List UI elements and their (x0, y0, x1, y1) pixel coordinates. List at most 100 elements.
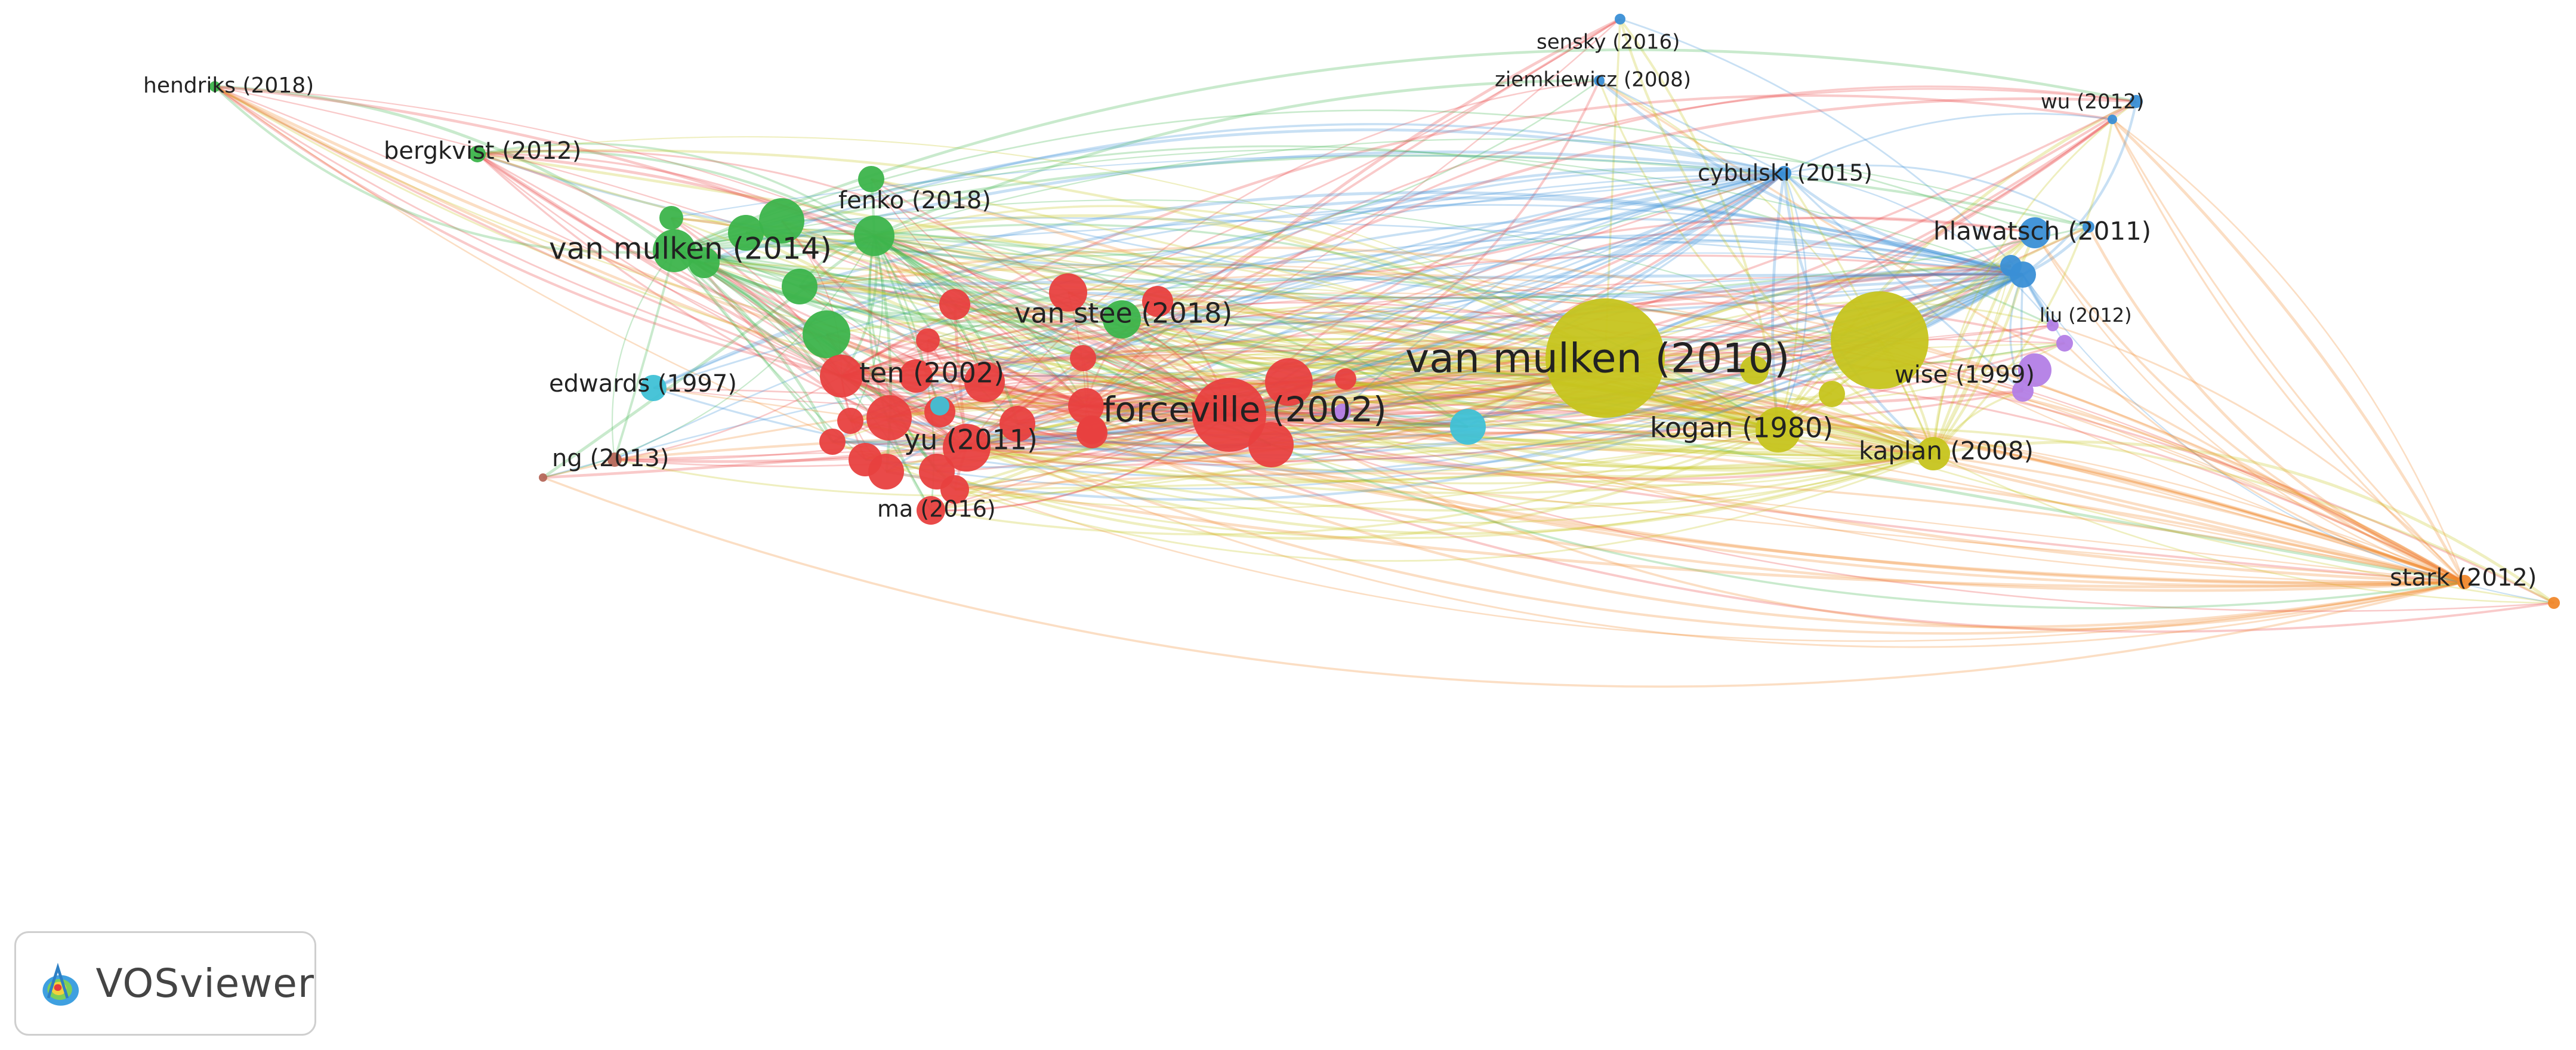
network-link (674, 250, 1272, 446)
node-label[interactable]: sensky (2016) (1537, 30, 1680, 54)
node[interactable] (940, 475, 969, 504)
node-label[interactable]: bergkvist (2012) (384, 137, 581, 165)
network-link (927, 336, 1779, 432)
node-label[interactable]: yu (2011) (904, 424, 1038, 456)
node-yu-2011[interactable] (943, 424, 991, 472)
node[interactable] (1335, 368, 1356, 390)
node-ma-2016[interactable] (917, 496, 945, 525)
node-fenko-2018[interactable] (854, 215, 894, 256)
node-label[interactable]: stark (2012) (2390, 564, 2537, 592)
node-label[interactable]: hlawatsch (2011) (1933, 217, 2151, 246)
node-van-mulken-2014[interactable] (653, 229, 696, 272)
network-link (826, 306, 1934, 455)
node-label[interactable]: ziemkiewicz (2008) (1495, 68, 1691, 92)
network-link (214, 85, 1230, 415)
node[interactable] (858, 166, 884, 192)
node-label[interactable]: hendriks (2018) (143, 73, 314, 98)
node[interactable] (1068, 388, 1104, 424)
node[interactable] (689, 247, 720, 278)
network-link (1229, 414, 1934, 455)
node[interactable] (2108, 115, 2117, 124)
network-link (1932, 119, 2114, 455)
network-link (653, 387, 1087, 408)
node[interactable] (2019, 217, 2050, 248)
node-label[interactable]: kaplan (2008) (1859, 436, 2034, 466)
node-label[interactable]: cybulski (2015) (1698, 160, 1872, 186)
network-link (1082, 172, 1785, 359)
node-label[interactable]: van mulken (2010) (1405, 335, 1790, 383)
network-link (1229, 340, 1880, 417)
node-kogan-1980[interactable] (1756, 407, 1801, 452)
node-sensky-2016[interactable] (1615, 14, 1625, 24)
node-forceville-2002[interactable] (1192, 378, 1266, 452)
node[interactable] (2012, 380, 2034, 402)
node-label[interactable]: van stee (2018) (1014, 297, 1232, 330)
node-van-stee-2018[interactable] (1103, 300, 1141, 338)
node-edwards-1997[interactable] (640, 375, 667, 401)
node[interactable] (2000, 255, 2022, 276)
node[interactable] (1142, 286, 1173, 317)
node[interactable] (930, 396, 949, 415)
network-link (873, 235, 1469, 429)
node-label[interactable]: ten (2002) (859, 357, 1004, 389)
node[interactable] (1049, 273, 1087, 312)
node-ng-2013[interactable] (607, 452, 622, 467)
node[interactable] (1831, 291, 1929, 389)
node[interactable] (2083, 221, 2094, 233)
node-cybulski-2015[interactable] (1777, 166, 1791, 180)
node[interactable] (964, 362, 1005, 402)
node[interactable] (819, 429, 846, 455)
node-label[interactable]: ng (2013) (552, 445, 669, 472)
node-van-mulken-2010[interactable] (1545, 298, 1665, 418)
network-link (930, 414, 1230, 512)
node[interactable] (2056, 335, 2073, 352)
node[interactable] (899, 359, 933, 393)
node-wu-2012[interactable] (2130, 95, 2143, 108)
node-liu-2012[interactable] (2047, 319, 2059, 331)
node[interactable] (539, 473, 547, 482)
node[interactable] (866, 395, 912, 441)
node-label[interactable]: van mulken (2014) (549, 232, 832, 266)
node[interactable] (728, 215, 764, 251)
node-label[interactable]: wu (2012) (2041, 90, 2144, 114)
node[interactable] (849, 443, 882, 476)
node-stark-2012[interactable] (2457, 575, 2472, 589)
network-link (674, 250, 932, 511)
node-label[interactable]: kogan (1980) (1650, 412, 1833, 444)
node-label[interactable]: ma (2016) (877, 496, 996, 522)
node[interactable] (939, 289, 970, 320)
node-kaplan-2008[interactable] (1917, 437, 1950, 470)
node[interactable] (1334, 404, 1351, 420)
node[interactable] (1265, 358, 1313, 406)
node[interactable] (916, 328, 940, 352)
node[interactable] (803, 310, 850, 358)
node[interactable] (1078, 415, 1106, 444)
node-label[interactable]: wise (1999) (1895, 361, 2035, 389)
node[interactable] (1819, 381, 1845, 407)
node[interactable] (1740, 356, 1769, 384)
node-wise-1999[interactable] (2018, 353, 2051, 387)
node-label[interactable]: forceville (2002) (1103, 389, 1387, 430)
node-hendriks-2018[interactable] (209, 81, 220, 92)
network-link (1085, 17, 1621, 407)
node[interactable] (659, 206, 683, 230)
network-link (1777, 226, 2089, 431)
node-ziemkiewicz-2008[interactable] (1594, 75, 1605, 86)
network-link (1341, 172, 1785, 413)
node[interactable] (759, 198, 804, 244)
node[interactable] (999, 406, 1035, 442)
node-label[interactable]: fenko (2018) (838, 187, 991, 214)
node[interactable] (1070, 345, 1096, 371)
network-link (886, 423, 1779, 473)
node[interactable] (782, 269, 817, 304)
node[interactable] (2548, 597, 2560, 609)
node-bergkvist-2012[interactable] (469, 146, 486, 162)
node-ten-2002[interactable] (820, 355, 863, 398)
node[interactable] (1248, 422, 1294, 467)
node[interactable] (837, 408, 863, 434)
network-link (930, 430, 2465, 583)
node[interactable] (1450, 409, 1486, 445)
node-label[interactable]: liu (2012) (2040, 304, 2132, 327)
node-label[interactable]: edwards (1997) (549, 370, 737, 398)
network-link (671, 217, 1779, 431)
